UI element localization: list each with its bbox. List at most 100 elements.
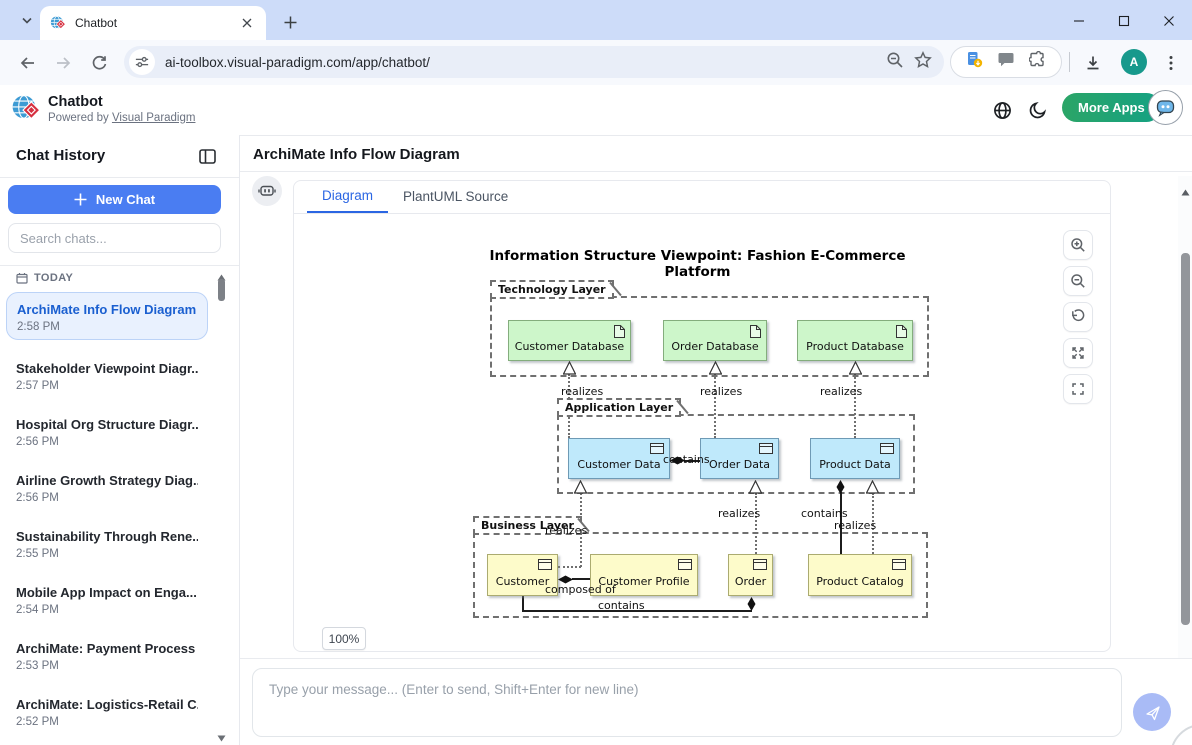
diagram-toolbar: [1063, 230, 1093, 410]
edge-realizes-line: [854, 374, 856, 438]
chat-history-item[interactable]: Sustainability Through Rene... 2:55 PM: [6, 520, 208, 568]
expand-button[interactable]: [1063, 338, 1093, 368]
window-close-button[interactable]: [1152, 8, 1186, 34]
data-object-icon: [880, 443, 894, 454]
zoom-out-icon: [1071, 274, 1085, 288]
url-text[interactable]: ai-toolbox.visual-paradigm.com/app/chatb…: [165, 54, 430, 70]
chat-widget-button[interactable]: [1148, 90, 1183, 125]
page-scrollbar-thumb[interactable]: [1181, 253, 1190, 625]
visual-paradigm-link[interactable]: Visual Paradigm: [111, 112, 196, 124]
zoom-in-button[interactable]: [1063, 230, 1093, 260]
edge-contains-line: [840, 492, 842, 554]
node-order-data: Order Data: [700, 438, 779, 479]
profile-avatar[interactable]: A: [1121, 49, 1147, 75]
node-label: Product Catalog: [816, 575, 904, 588]
business-object-icon: [753, 559, 767, 570]
reset-view-button[interactable]: [1063, 302, 1093, 332]
plus-icon: [74, 193, 87, 206]
sidebar-collapse-button[interactable]: [196, 146, 218, 166]
visual-paradigm-logo: [11, 93, 41, 128]
window-maximize-button[interactable]: [1107, 8, 1141, 34]
site-settings-icon[interactable]: [129, 49, 155, 75]
chat-history-item[interactable]: Airline Growth Strategy Diag... 2:56 PM: [6, 464, 208, 512]
chat-history-item[interactable]: Stakeholder Viewpoint Diagr... 2:57 PM: [6, 352, 208, 400]
chat-time: 2:56 PM: [16, 436, 59, 448]
edge-contains-line: [684, 460, 700, 462]
application-layer-label: Application Layer: [557, 398, 682, 417]
chat-history-item[interactable]: Hospital Org Structure Diagr... 2:56 PM: [6, 408, 208, 456]
edge-realizes-line: [558, 566, 581, 568]
chat-title: Hospital Org Structure Diagr...: [16, 417, 198, 432]
business-object-icon: [538, 559, 552, 570]
dark-mode-button[interactable]: [1025, 97, 1051, 123]
realization-arrowhead: [709, 361, 722, 375]
sidebar-scrollbar-thumb[interactable]: [218, 279, 225, 301]
reading-doc-icon[interactable]: [966, 51, 983, 73]
comment-extension-icon[interactable]: [998, 52, 1014, 72]
minimize-icon: [1074, 20, 1084, 22]
window-minimize-button[interactable]: [1062, 8, 1096, 34]
edge-label: contains: [663, 453, 710, 466]
app-title: Chatbot: [48, 94, 103, 110]
divider: [240, 171, 1192, 172]
chat-history-item[interactable]: Mobile App Impact on Enga... 2:54 PM: [6, 576, 208, 624]
downloads-button[interactable]: [1080, 50, 1106, 76]
more-apps-button[interactable]: More Apps: [1062, 93, 1161, 122]
tab-search-button[interactable]: [12, 9, 42, 33]
corner-widget-arc: [1170, 724, 1192, 745]
browser-tab[interactable]: Chatbot: [40, 6, 266, 40]
node-order-database: Order Database: [663, 320, 767, 361]
zoom-level-badge[interactable]: 100%: [322, 627, 366, 650]
reload-button[interactable]: [86, 50, 112, 76]
new-chat-button[interactable]: New Chat: [8, 185, 221, 214]
node-label: Customer: [495, 575, 550, 588]
speech-bubble-icon: [998, 53, 1014, 67]
zoom-in-icon: [1071, 238, 1085, 252]
doc-download-icon: [968, 52, 983, 68]
forward-button[interactable]: [50, 50, 76, 76]
chat-history-item[interactable]: ArchiMate Info Flow Diagram 2:58 PM: [6, 292, 208, 340]
tab-title: Chatbot: [75, 16, 118, 30]
business-object-icon: [892, 559, 906, 570]
send-button[interactable]: [1133, 693, 1171, 731]
divider: [240, 658, 1192, 659]
reset-rotate-icon: [1072, 309, 1085, 322]
edge-label: realizes: [561, 385, 604, 398]
edge-contains-line: [522, 610, 752, 612]
tab-close-button[interactable]: [238, 14, 256, 32]
browser-menu-button[interactable]: [1158, 50, 1184, 76]
business-layer-label: Business Layer: [473, 516, 582, 535]
bookmark-star-icon[interactable]: [914, 50, 932, 74]
tab-plantuml-source[interactable]: PlantUML Source: [388, 180, 523, 213]
new-tab-button[interactable]: [278, 10, 302, 34]
powered-by-text: Powered by: [48, 112, 112, 124]
edge-label: realizes: [545, 524, 588, 537]
artifact-icon: [896, 325, 907, 338]
zoom-out-button[interactable]: [1063, 266, 1093, 296]
zoom-page-icon[interactable]: [886, 51, 904, 74]
back-button[interactable]: [14, 50, 40, 76]
chat-history-item[interactable]: ArchiMate: Logistics-Retail C... 2:52 PM: [6, 688, 208, 736]
powered-by-line: Powered by Visual Paradigm: [48, 112, 195, 124]
search-chats-input[interactable]: [8, 223, 221, 253]
chat-title: Airline Growth Strategy Diag...: [16, 473, 198, 488]
forward-arrow-icon: [56, 57, 70, 69]
tab-diagram[interactable]: Diagram: [307, 180, 389, 213]
node-customer: Customer: [487, 554, 558, 596]
chat-history-item[interactable]: ArchiMate: Payment Process ... 2:53 PM: [6, 632, 208, 680]
send-plane-icon: [1145, 705, 1160, 720]
language-button[interactable]: [989, 97, 1015, 123]
message-input[interactable]: [252, 668, 1122, 737]
node-order: Order: [728, 554, 773, 596]
chat-history-sidebar: Chat History New Chat TODAY ArchiMate In…: [0, 135, 240, 745]
edge-label: realizes: [718, 507, 761, 520]
url-bar[interactable]: ai-toolbox.visual-paradigm.com/app/chatb…: [124, 46, 944, 78]
chat-title: Mobile App Impact on Enga...: [16, 585, 197, 600]
chat-time: 2:52 PM: [16, 716, 59, 728]
page-scroll-up[interactable]: [1181, 183, 1190, 201]
fullscreen-button[interactable]: [1063, 374, 1093, 404]
realization-arrowhead: [849, 361, 862, 375]
sidebar-scroll-down[interactable]: [217, 729, 226, 745]
back-arrow-icon: [20, 57, 34, 69]
extensions-puzzle-icon[interactable]: [1028, 50, 1046, 73]
